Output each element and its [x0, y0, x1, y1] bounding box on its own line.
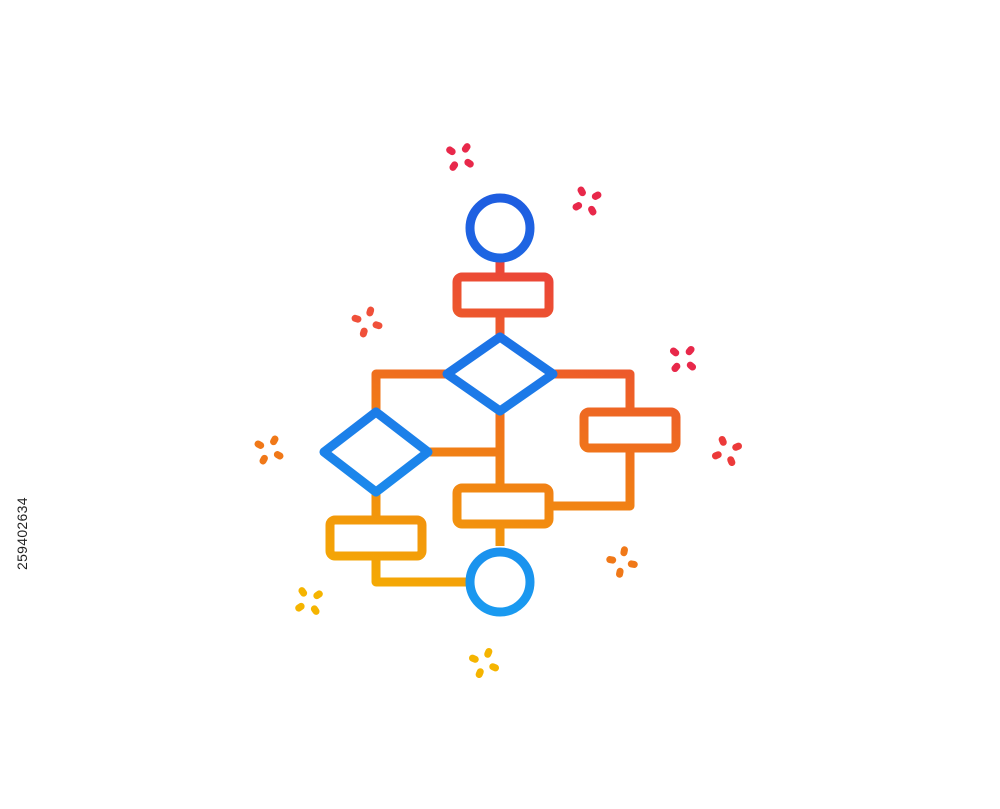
edge-decision1-process2: [553, 369, 635, 412]
sparkle-icon: [468, 647, 500, 679]
sparkle-icon: [572, 186, 602, 216]
process-box-2: [579, 407, 681, 453]
stock-id-label: 259402634: [14, 497, 30, 570]
process-boxes: [325, 272, 681, 561]
sparkle-icon: [669, 345, 697, 373]
sparkle-icon: [711, 435, 743, 467]
edge-decision1-decision2: [371, 369, 453, 412]
end-circle: [465, 547, 535, 617]
sparkle-icon: [446, 143, 474, 171]
connector-lines: [371, 259, 635, 587]
terminal-circles: [465, 193, 535, 617]
start-circle: [465, 193, 535, 263]
sparkle-icon: [295, 587, 323, 615]
decision-diamonds: [319, 332, 558, 497]
sparkle-icon: [606, 546, 638, 578]
process-box-3: [452, 483, 554, 529]
decision-diamond-2: [319, 407, 433, 497]
edge-process2-process3: [548, 447, 635, 511]
sparkles: [254, 143, 743, 679]
edge-process4-end: [371, 556, 468, 587]
sparkle-icon: [351, 306, 383, 338]
process-box-4: [325, 515, 427, 561]
sparkle-icon: [254, 435, 284, 465]
decision-diamond-1: [442, 332, 558, 416]
process-box-1: [452, 272, 554, 318]
